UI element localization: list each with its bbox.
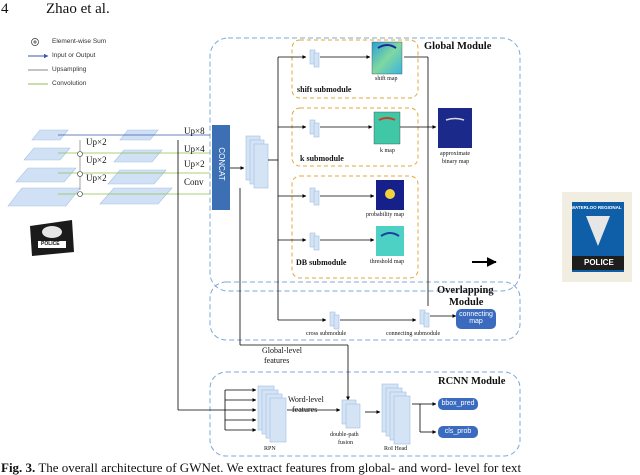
- word-level-features-1: Word-level: [288, 395, 324, 404]
- k-submodule-label: k submodule: [300, 154, 344, 163]
- running-head-authors: Zhao et al.: [46, 1, 110, 17]
- fpn-op-1: Up×2: [86, 137, 107, 147]
- k-map-image: [373, 111, 401, 145]
- op-up2: Up×2: [184, 159, 205, 169]
- caption-text: The overall architecture of GWNet. We ex…: [38, 460, 522, 475]
- rcnn-module-box: [209, 371, 521, 457]
- op-conv: Conv: [184, 177, 204, 187]
- legend-elementwise-sum: Element-wise Sum: [52, 38, 107, 45]
- global-module-title: Global Module: [424, 41, 492, 52]
- rpn-block: [257, 385, 287, 443]
- rpn-input-arrows: [224, 388, 257, 432]
- threshold-map-label: threshold map: [370, 259, 405, 265]
- cross-submodule-label: cross submodule: [306, 331, 347, 337]
- k-map-label: k map: [380, 148, 395, 154]
- concat-features: [245, 135, 269, 189]
- db-submodule-label: DB submodule: [296, 258, 347, 267]
- fusion-block: [341, 399, 361, 429]
- legend-input-output: Input or Output: [52, 52, 96, 59]
- caption-label: Fig. 3.: [1, 460, 36, 475]
- roi-head-label: RoI Head: [384, 446, 408, 452]
- op-up8: Up×8: [184, 126, 205, 136]
- threshold-map-image: [376, 226, 404, 256]
- submodule-conv-blocks: [309, 49, 430, 330]
- bbox-pred-pill: bbox_pred: [438, 398, 478, 410]
- double-path-fusion-2: fusion: [338, 440, 353, 446]
- shift-submodule-label: shift submodule: [297, 85, 352, 94]
- concat-bar: [212, 125, 230, 210]
- global-level-features-2: features: [264, 356, 290, 365]
- global-level-features-1: Global-level: [262, 346, 302, 355]
- input-badge-text: POLICE: [41, 241, 60, 247]
- rpn-label: RPN: [264, 446, 276, 452]
- probability-map-label: probability map: [366, 212, 405, 218]
- fpn-op-3: Up×2: [86, 173, 107, 183]
- fpn-op-2: Up×2: [86, 155, 107, 165]
- approx-map-label-2: binary map: [442, 159, 470, 165]
- shift-map-image: [371, 41, 403, 75]
- connecting-map-pill: connecting map: [456, 309, 496, 329]
- roi-head-block: [381, 383, 411, 445]
- concat-label: CONCAT: [217, 147, 226, 181]
- shift-submodule-box: [291, 39, 419, 99]
- backbone-pyramid: [7, 129, 81, 207]
- output-badge-text-bottom: POLICE: [584, 258, 614, 267]
- legend-icons: [28, 38, 49, 85]
- op-up4: Up×4: [184, 144, 205, 154]
- connecting-map-label-1: connecting: [459, 311, 493, 318]
- overlapping-module-title-2: Module: [449, 297, 484, 308]
- rcnn-module-title: RCNN Module: [438, 376, 506, 387]
- output-badge-image: [562, 192, 632, 282]
- trunk-lines: [177, 55, 350, 412]
- connecting-map-label-2: map: [469, 318, 483, 326]
- shift-map-label: shift map: [375, 76, 398, 82]
- map-arrows: [287, 55, 497, 434]
- legend-convolution: Convolution: [52, 80, 87, 87]
- k-submodule-box: [291, 107, 419, 167]
- pyramid-lines: [58, 134, 210, 197]
- word-level-features-2: features: [292, 405, 318, 414]
- cls-prob-pill: cls_prob: [438, 426, 478, 438]
- double-path-fusion-1: double-path: [330, 432, 359, 438]
- input-badge-image: [30, 220, 74, 256]
- approx-map-label-1: approximate: [440, 151, 470, 157]
- output-badge-text-top: WATERLOO REGIONAL: [571, 205, 622, 210]
- legend-upsampling: Upsampling: [52, 66, 87, 73]
- connecting-submodule-label: connecting submodule: [386, 331, 441, 337]
- overlapping-module-title-1: Overlapping: [437, 285, 494, 296]
- global-module-box: [209, 37, 521, 292]
- fpn-pyramid: [99, 129, 173, 205]
- figure-caption: Fig. 3. The overall architecture of GWNe…: [1, 461, 521, 474]
- overlapping-module-box: [209, 281, 521, 341]
- db-submodule-box: [291, 175, 419, 279]
- page-number: 4: [1, 1, 9, 17]
- approx-binary-map-image: [438, 108, 472, 148]
